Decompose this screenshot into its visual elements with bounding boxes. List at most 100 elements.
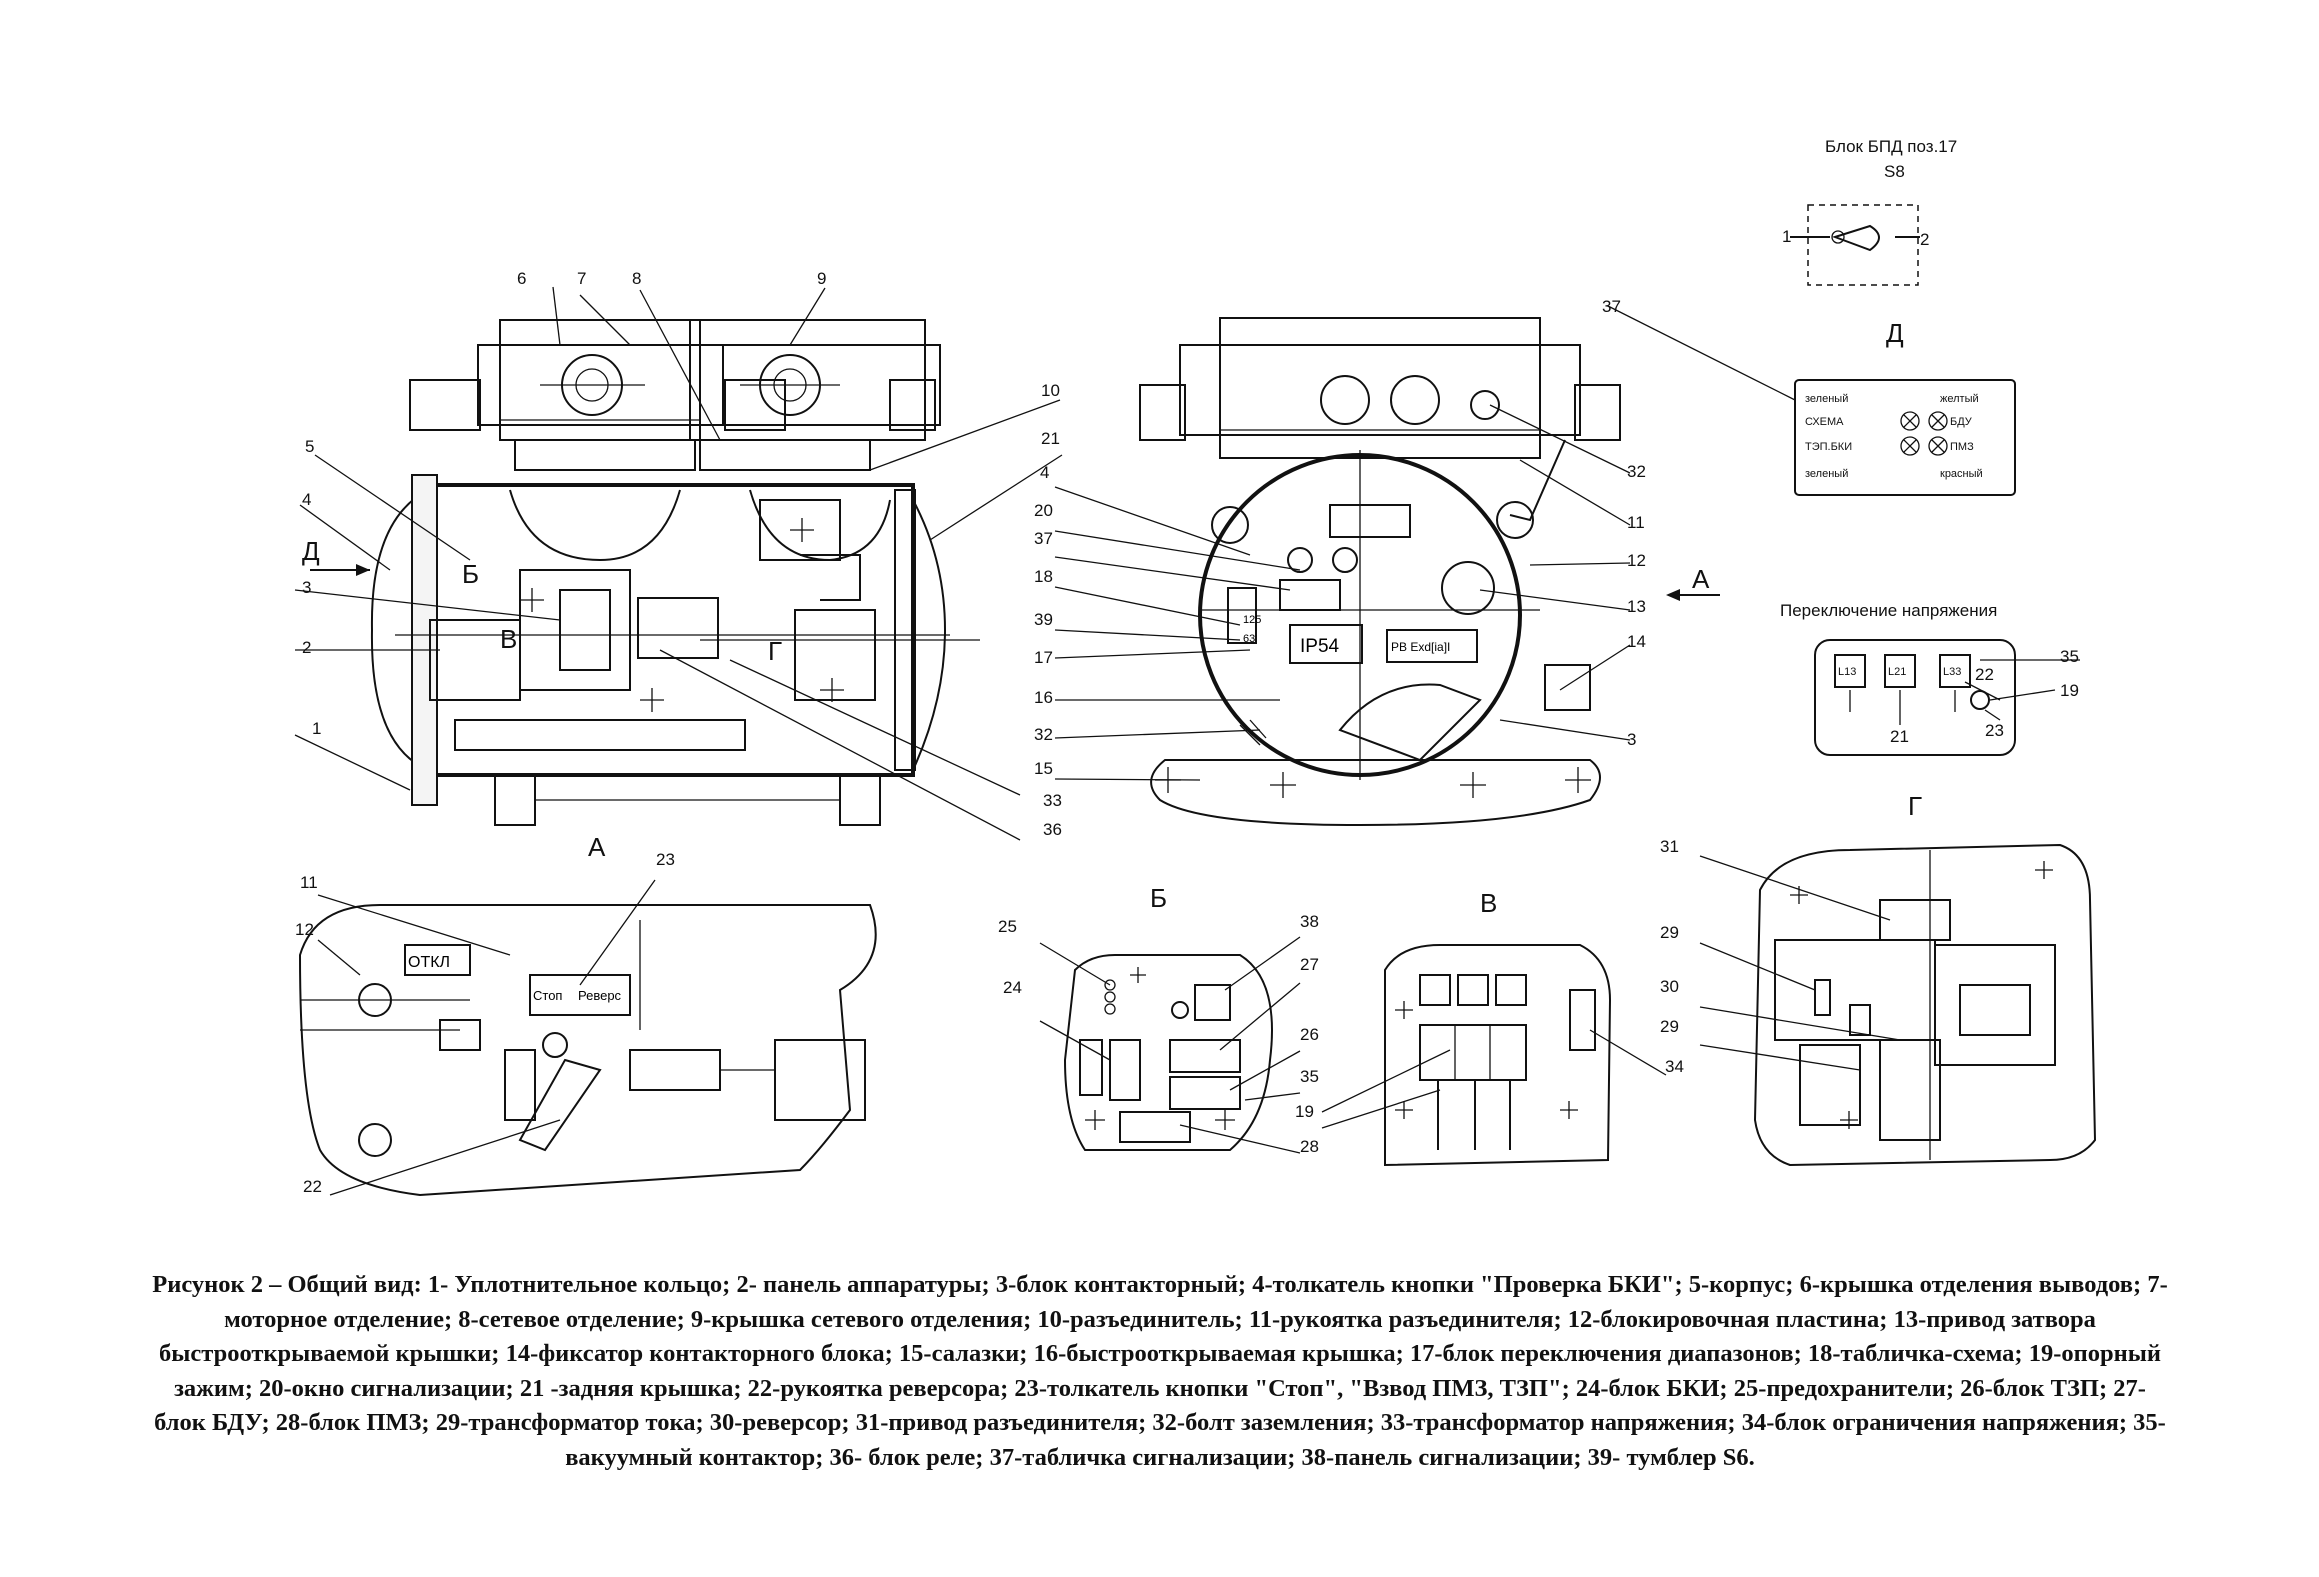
- bpd-title: Блок БПД поз.17: [1825, 137, 1957, 156]
- voltage-switch-title: Переключение напряжения: [1780, 601, 1997, 620]
- front-view-housing: [1139, 317, 1621, 827]
- callout-7: 7: [577, 269, 586, 288]
- ip-plate: IP54: [1300, 636, 1340, 657]
- callout-38: 38: [1300, 912, 1319, 931]
- bpd-block-detail: [1790, 204, 1920, 286]
- callout-3b: 3: [1627, 730, 1636, 749]
- callout-39: 39: [1034, 610, 1053, 629]
- otkl-plate: ОТКЛ: [408, 954, 450, 971]
- callout-33: 33: [1043, 791, 1062, 810]
- view-title-d: Д: [1886, 318, 1904, 348]
- voltage-switch-text: L13 L21 L33: [1838, 666, 1961, 678]
- callout-4a: 4: [302, 490, 311, 509]
- rating-125: 125: [1243, 614, 1261, 626]
- callout-23b: 23: [656, 850, 675, 869]
- callout-28: 28: [1300, 1137, 1319, 1156]
- callout-6: 6: [517, 269, 526, 288]
- side-view-callout-lines: [294, 286, 1063, 841]
- callout-36: 36: [1043, 820, 1062, 839]
- arrow-letter-a: А: [1692, 564, 1710, 594]
- plate-r1-right: желтый: [1940, 393, 1979, 405]
- callout-25: 25: [998, 917, 1017, 936]
- arrow-letter-d: Д: [302, 536, 320, 566]
- plate-r2-left: СХЕМА: [1805, 416, 1844, 428]
- callout-13: 13: [1627, 597, 1646, 616]
- callout-29a: 29: [1660, 923, 1679, 942]
- callout-11b: 11: [300, 873, 318, 892]
- callout-10: 10: [1041, 381, 1060, 400]
- callout-9: 9: [817, 269, 826, 288]
- callout-2: 2: [302, 638, 311, 657]
- callout-29b: 29: [1660, 1017, 1679, 1036]
- callout-24: 24: [1003, 978, 1022, 997]
- callout-35a: 35: [2060, 647, 2079, 666]
- callout-17: 17: [1034, 648, 1053, 667]
- callout-35b: 35: [1300, 1067, 1319, 1086]
- callout-26: 26: [1300, 1025, 1319, 1044]
- callout-30: 30: [1660, 977, 1679, 996]
- bpd-terminal-2: 2: [1920, 230, 1929, 249]
- plate-r2-right: БДУ: [1950, 416, 1973, 428]
- terminal-l13: L13: [1838, 666, 1856, 678]
- callout-22b: 22: [303, 1177, 322, 1196]
- callout-1: 1: [312, 719, 321, 738]
- callout-19a: 19: [2060, 681, 2079, 700]
- callout-16: 16: [1034, 688, 1053, 707]
- callout-31: 31: [1660, 837, 1679, 856]
- stop-plate: Стоп: [533, 988, 562, 1003]
- callout-34: 34: [1665, 1057, 1684, 1076]
- callout-19b: 19: [1295, 1102, 1314, 1121]
- signal-plate: [1607, 305, 2016, 496]
- callout-37b: 37: [1602, 297, 1621, 316]
- plate-r1-left: зеленый: [1805, 393, 1848, 405]
- view-title-g: Г: [1908, 791, 1922, 821]
- s8-label: S8: [1884, 162, 1905, 181]
- callout-21: 21: [1041, 429, 1060, 448]
- view-b-detail: [1039, 936, 1301, 1154]
- callout-12a: 12: [1627, 551, 1646, 570]
- callout-11a: 11: [1627, 513, 1645, 532]
- callout-21b: 21: [1890, 727, 1909, 746]
- view-titles: А Б В Г Д Блок БПД поз.17 S8 Переключени…: [588, 137, 1997, 918]
- terminal-l33: L33: [1943, 666, 1961, 678]
- callout-23a: 23: [1985, 721, 2004, 740]
- ex-plate: PB Exd[ia]I: [1391, 640, 1450, 654]
- callout-4b: 4: [1040, 463, 1049, 482]
- arrow-letter-b: Б: [462, 559, 479, 589]
- callout-numbers: 6 7 8 9 10 21 5 4 3 2 1 33 36 4 20 37 18…: [295, 227, 2079, 1196]
- arrow-letters: Д А Б В Г: [302, 536, 1710, 666]
- reverse-plate: Реверс: [578, 988, 622, 1003]
- arrow-letter-v: В: [500, 624, 517, 654]
- plate-r3-right: ПМЗ: [1950, 441, 1974, 453]
- view-title-v: В: [1480, 888, 1497, 918]
- callout-22a: 22: [1975, 665, 1994, 684]
- plate-r4-right: красный: [1940, 468, 1983, 480]
- arrow-letter-g: Г: [768, 636, 782, 666]
- callout-32b: 32: [1034, 725, 1053, 744]
- plate-r3-left: ТЭП.БКИ: [1805, 441, 1852, 453]
- callout-27: 27: [1300, 955, 1319, 974]
- rating-63: 63: [1243, 633, 1255, 645]
- figure-caption: Рисунок 2 – Общий вид: 1- Уплотнительное…: [152, 1271, 2168, 1471]
- view-title-b: Б: [1150, 883, 1167, 913]
- terminal-l21: L21: [1888, 666, 1906, 678]
- voltage-switch-detail: [1814, 639, 2080, 756]
- view-g-detail: [1699, 843, 2097, 1167]
- signal-plate-text: зеленый желтый СХЕМА БДУ ТЭП.БКИ ПМЗ зел…: [1805, 393, 1983, 480]
- view-title-a: А: [588, 832, 606, 862]
- callout-3a: 3: [302, 578, 311, 597]
- bpd-terminal-1: 1: [1782, 227, 1791, 246]
- callout-20: 20: [1034, 501, 1053, 520]
- callout-18: 18: [1034, 567, 1053, 586]
- callout-37a: 37: [1034, 529, 1053, 548]
- view-a-detail: [298, 879, 877, 1197]
- callout-12b: 12: [295, 920, 314, 939]
- callout-32a: 32: [1627, 462, 1646, 481]
- plate-texts: IP54 PB Exd[ia]I 125 63 ОТКЛ Стоп Реверс: [408, 614, 1450, 1003]
- callout-15: 15: [1034, 759, 1053, 778]
- front-view-callout-lines: [1054, 404, 1720, 781]
- callout-5: 5: [305, 437, 314, 456]
- view-v-detail: [1321, 944, 1667, 1167]
- plate-r4-left: зеленый: [1805, 468, 1848, 480]
